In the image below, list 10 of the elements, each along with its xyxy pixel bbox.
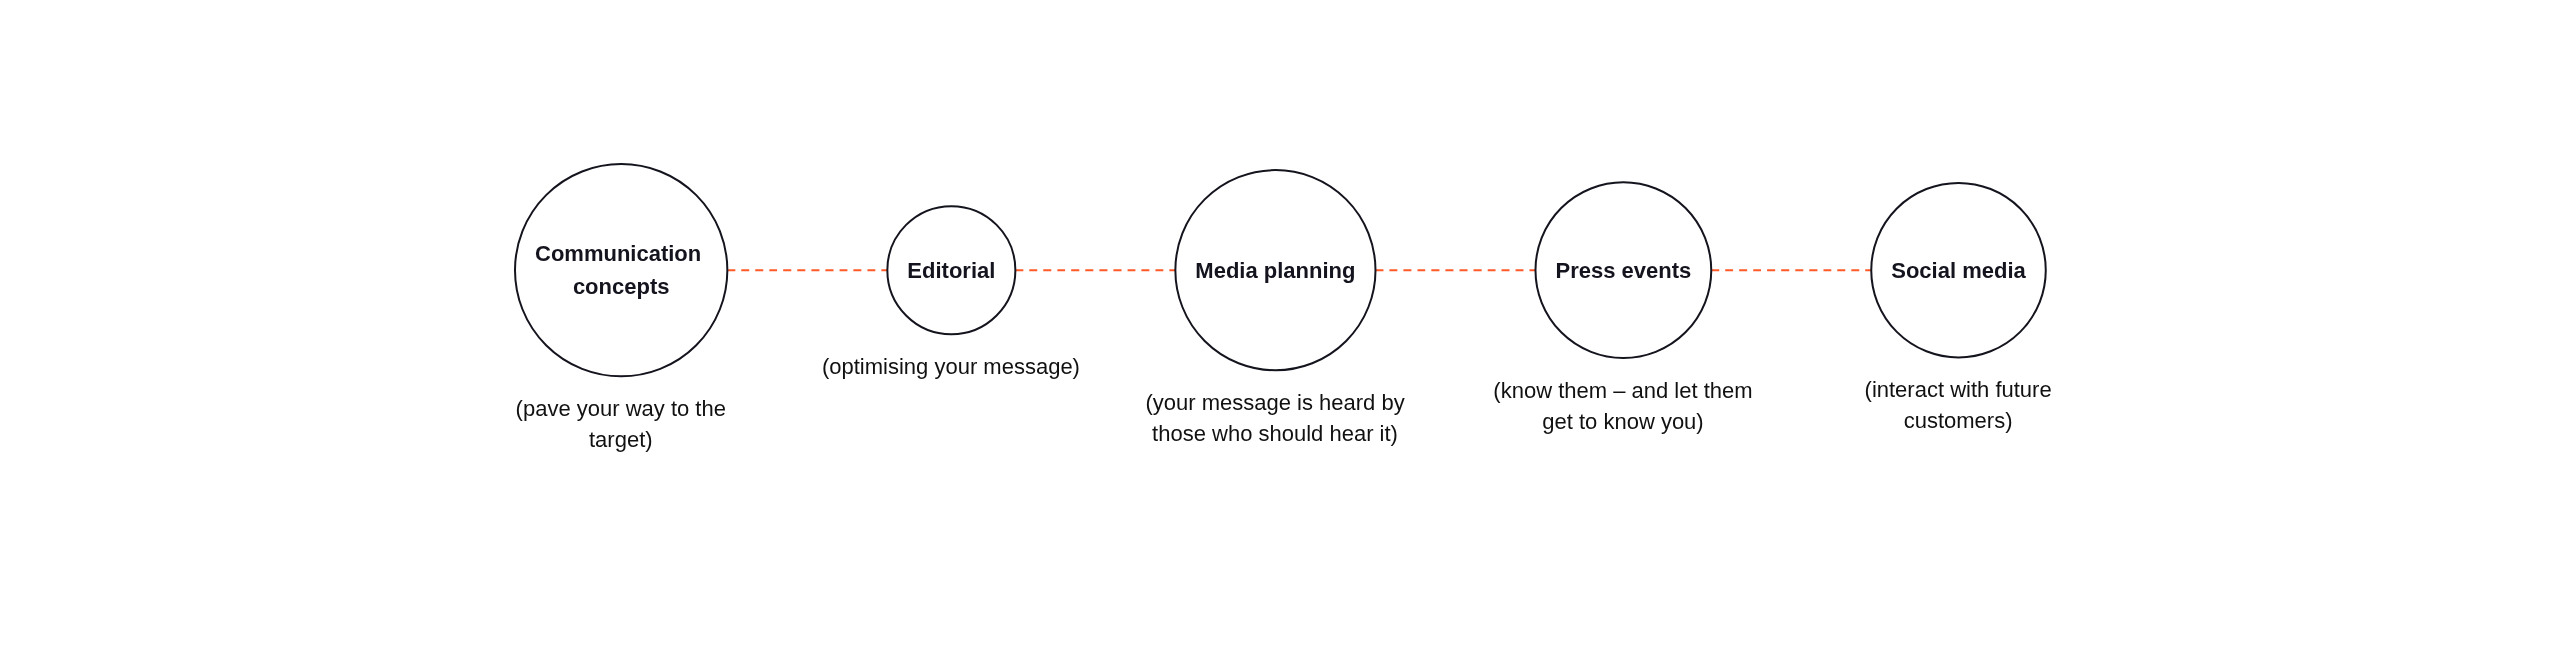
node-circle: Media planning	[1173, 168, 1377, 372]
node-caption: (your message is heard by those who should hear it)	[1145, 389, 1406, 448]
node-circle: Editorial	[885, 205, 1016, 335]
node-circle: Press events	[1534, 181, 1712, 359]
node-caption: (pave your way to the target)	[514, 395, 727, 454]
node-circle: Social media	[1869, 181, 2047, 359]
node-circle: Communication concepts	[513, 162, 728, 378]
node-caption: (optimising your message)	[820, 353, 1081, 381]
node-caption: (know them – and let them get to know you)	[1492, 376, 1753, 436]
node-caption: (interact with future customers)	[1863, 376, 2053, 436]
